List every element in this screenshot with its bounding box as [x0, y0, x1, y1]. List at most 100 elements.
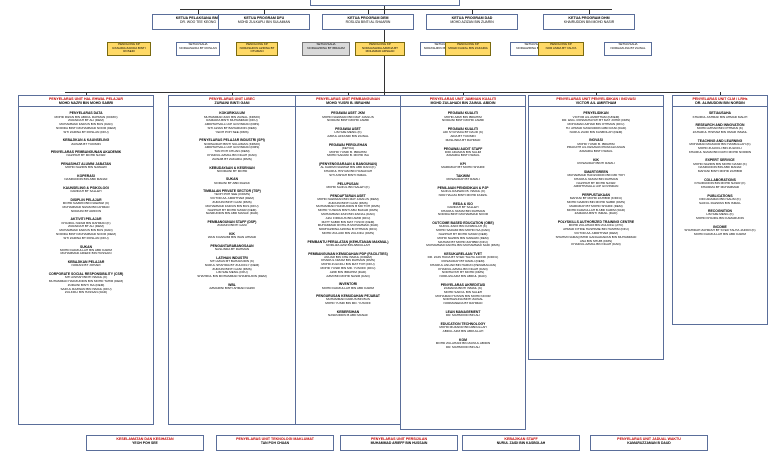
section-title: SUKAN	[79, 244, 93, 249]
section-member: SITI AISHAH BINTI ISMAIL	[329, 172, 367, 177]
section-title: PEMBANTU PERALATAN (KEHUTANAN MAKMAL)	[307, 239, 389, 244]
section-member: MOHD NAZRIN BIN MOHD NASIR (K)	[693, 161, 747, 166]
section-member: ZAMARIA BINTI ISMAIL	[446, 153, 480, 158]
bottom-name: NURUL ZAIDI BIN KASBOLAH	[496, 441, 546, 446]
section-member: MOHD SAIFUL BIN SALEH	[443, 289, 483, 294]
sub-box: PENOLONG KP NOR ASMA BT YAHYA	[538, 42, 584, 56]
section-member: RAMARIA BINTI MUHAMMAD (DFU)	[206, 118, 258, 123]
section-member: NORMANEDA BT RAHMAD	[443, 301, 483, 306]
section-member: NORSAIDAH BINTI SULAIMAN (KDMO)	[203, 141, 261, 146]
sub-box: PENOLONG KP RASHIDA ZAKIDA BINTI ROSEDI	[107, 42, 151, 56]
section-title: EXPERT SERVICE	[705, 158, 735, 163]
section-title: PEMBANGUNAN KEMUDAHAN PDP (FACILITIES)	[308, 251, 388, 256]
section-member: WAN KUZZAIMI BIN WAN AHMAD	[207, 235, 257, 240]
section-member: NASRUDDIN BIN ABD MANAF	[698, 165, 742, 170]
section-member: ZURAINI BINTI ISA (DEM)	[67, 282, 105, 287]
section-title: PEGAWAI KUALITI	[447, 111, 479, 116]
section-member: YEOH POH SEE (K/DMS)	[213, 192, 251, 197]
section-member: NORHAYATI BT MOHD (DMS)	[441, 270, 485, 275]
section-member: DR. MAHMOOD BIN ALI	[445, 313, 481, 318]
section-member: ABDUL AZIZ BIN ABDULLAH	[442, 328, 484, 333]
bottom-name: TAN POH CHUAN	[260, 441, 290, 446]
section-member: MARDZIAH BT MOHD SHARIF (DEM)	[569, 203, 623, 208]
section-title: PENYELARAS AKREDITASI	[440, 282, 486, 287]
section-member: KHAIRIZA BT MUHAMMAD	[700, 184, 740, 189]
section-member: NORIDA BINTI MUHAMMAD NOOR (DEM)	[56, 231, 116, 236]
section-member: MARDZIAH BT MOHD SHARIF	[441, 165, 485, 170]
section-member: KHAIRUL ASHRAF BIN AHMAD MALIH	[692, 114, 748, 119]
section-member: NOR HALIZA BINTI MOHD FADZIL	[438, 192, 488, 197]
section-member: KHAIRUL NIZAM BIN RAHMAN (DMS)	[321, 258, 375, 263]
head-title: KETUA PROGRAM DAD	[451, 16, 493, 20]
section-title: RECOGNITION	[708, 209, 732, 214]
section-title: PUBLICATIONS	[707, 193, 733, 198]
head-name: KHAIRUDDIN BIN MOHD NASIR	[563, 20, 615, 25]
section-member: NAZIHAH BT MOHD NASIR	[576, 180, 616, 185]
section-member: ROSZAIDAH BINTI RAMLI	[577, 161, 615, 166]
sub-box: PENOLONG KP MOHD FAIZAL BIN ZAKARIA	[445, 42, 491, 56]
section-member: MOHD NAWAFAN BIN MAT JAMLUS	[322, 114, 374, 119]
section-title: AKTIVITI PELAJAR	[70, 217, 102, 222]
section-member: MUHAMMAD FADHIL BIN MUHAMMAD SAID (DMS)	[426, 243, 500, 248]
section-title: KOKURIKULUM	[219, 111, 245, 116]
section-title: LATIHAN INDUSTRI	[216, 255, 248, 260]
section-title: KEBAJIKAN PELAJAR	[67, 260, 105, 265]
section-member: SHAHRUL BIN MOHAMMAD SHAMSUDIN (DEM)	[197, 274, 267, 279]
unit-coordinator: MOHD YUSRI B. IBRAHIM	[326, 101, 370, 106]
head-connector	[472, 9, 473, 14]
section-member: KHAIRUL NIZAM BIN RAHMAN	[573, 176, 619, 181]
section-member: MUHAMMAD FAIRUS BIN BUS (DAD)	[59, 228, 113, 233]
section-member: SAIFUL RAZWAN BIN ISMAIL (DFU)	[60, 286, 112, 291]
section-title: PENYELARAS PEMBANGUNAN AKADEMIK	[50, 150, 122, 155]
section-title: KAUNSELING & PSIKOLOGI	[63, 186, 109, 191]
section-member: MUHAMMAD FAIRUS BIN BUS	[326, 297, 370, 302]
section-member: MOHD ZULKIFLI BIN MAT TOH (DFU)	[321, 262, 375, 267]
column-connector	[86, 92, 87, 95]
section-member: SAIFUL RAZWAN BIN ISMAIL	[699, 200, 741, 205]
section-member: VICTOR A/L AMIRTHAM (DEM)	[574, 230, 618, 235]
bottom-title: PENYELARAS UNIT PERSIJILAN	[370, 437, 428, 441]
section-member: FARIDAH BT SALLEH	[70, 189, 102, 194]
section-member: NORAINI BT ARIFFIN	[70, 208, 102, 213]
section-member: AL KARIMI NAWAWI BIN ABD RANI (K)	[320, 165, 376, 170]
section-member: PRAKATH A/L KESAVAN PRAKALKANAN	[566, 145, 626, 150]
section-member: ZULKIFLI BIN HASSAN (DAD)	[64, 290, 108, 295]
section-member: KHAIRUDDIN BIN MOHD NASIR (K)	[694, 181, 746, 186]
section-member: LIM SZE MENG (K)	[706, 212, 734, 217]
section-member: NASRUDDIN B ABD MANAF	[327, 313, 369, 318]
bottom-title: PENYELARAS UNIT TEKNOLOGI MAKLUMAT	[236, 437, 314, 441]
section-title: PENGANTARABANGSAAN	[210, 244, 254, 248]
section-member: AZRUL AFFANDI BIN ZAINAL	[327, 133, 369, 138]
section-title: REDA & ISO	[453, 201, 473, 206]
section-title: SUKAN	[225, 177, 239, 182]
section-member: DIDI ADAMAN BIN SALIM	[444, 149, 482, 154]
section-member: ZURAINI BINTI GANI	[217, 223, 247, 228]
unit-section: PEGAWAI PEROLEHAN(KETUA)MOHD YUSRI B. IB…	[296, 143, 400, 158]
head-title: KETUA PROGRAM DHM	[568, 16, 610, 20]
section-member: NORLIZA AZIZ BIN ABDULLAH	[326, 242, 370, 247]
section-title: PENYELARAS DATA	[69, 111, 103, 116]
column-connector	[348, 92, 349, 95]
section-member: MOHD YUSRI B. IBRAHIM	[329, 149, 367, 154]
section-member: MOHD ZULKIFLI BIN ZULKIFLI	[698, 145, 742, 150]
